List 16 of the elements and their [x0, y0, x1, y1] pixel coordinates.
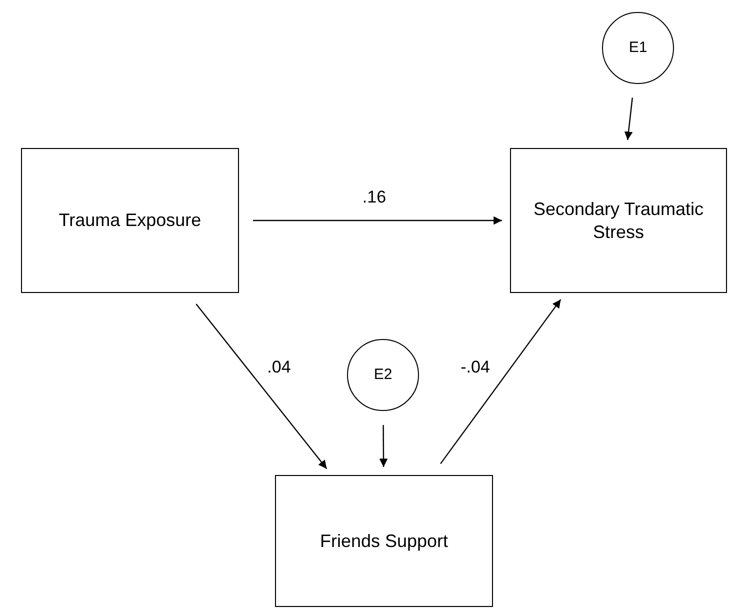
edge-label: .16: [362, 186, 386, 208]
node-label: Secondary Traumatic Stress: [532, 198, 705, 243]
edge-label: .04: [267, 356, 291, 378]
node-label: Trauma Exposure: [58, 209, 202, 232]
variable-box: [510, 148, 727, 293]
arrow: [379, 425, 388, 467]
node-label: E1: [628, 38, 648, 58]
variable-box: [275, 475, 493, 607]
node-label: E2: [374, 364, 392, 385]
arrow: [196, 304, 328, 470]
arrow: [440, 299, 562, 464]
arrow: [253, 216, 502, 225]
variable-box: [21, 148, 239, 293]
node-label: Friends Support: [320, 530, 448, 552]
edge-label: -.04: [460, 356, 490, 378]
arrow: [624, 98, 633, 140]
